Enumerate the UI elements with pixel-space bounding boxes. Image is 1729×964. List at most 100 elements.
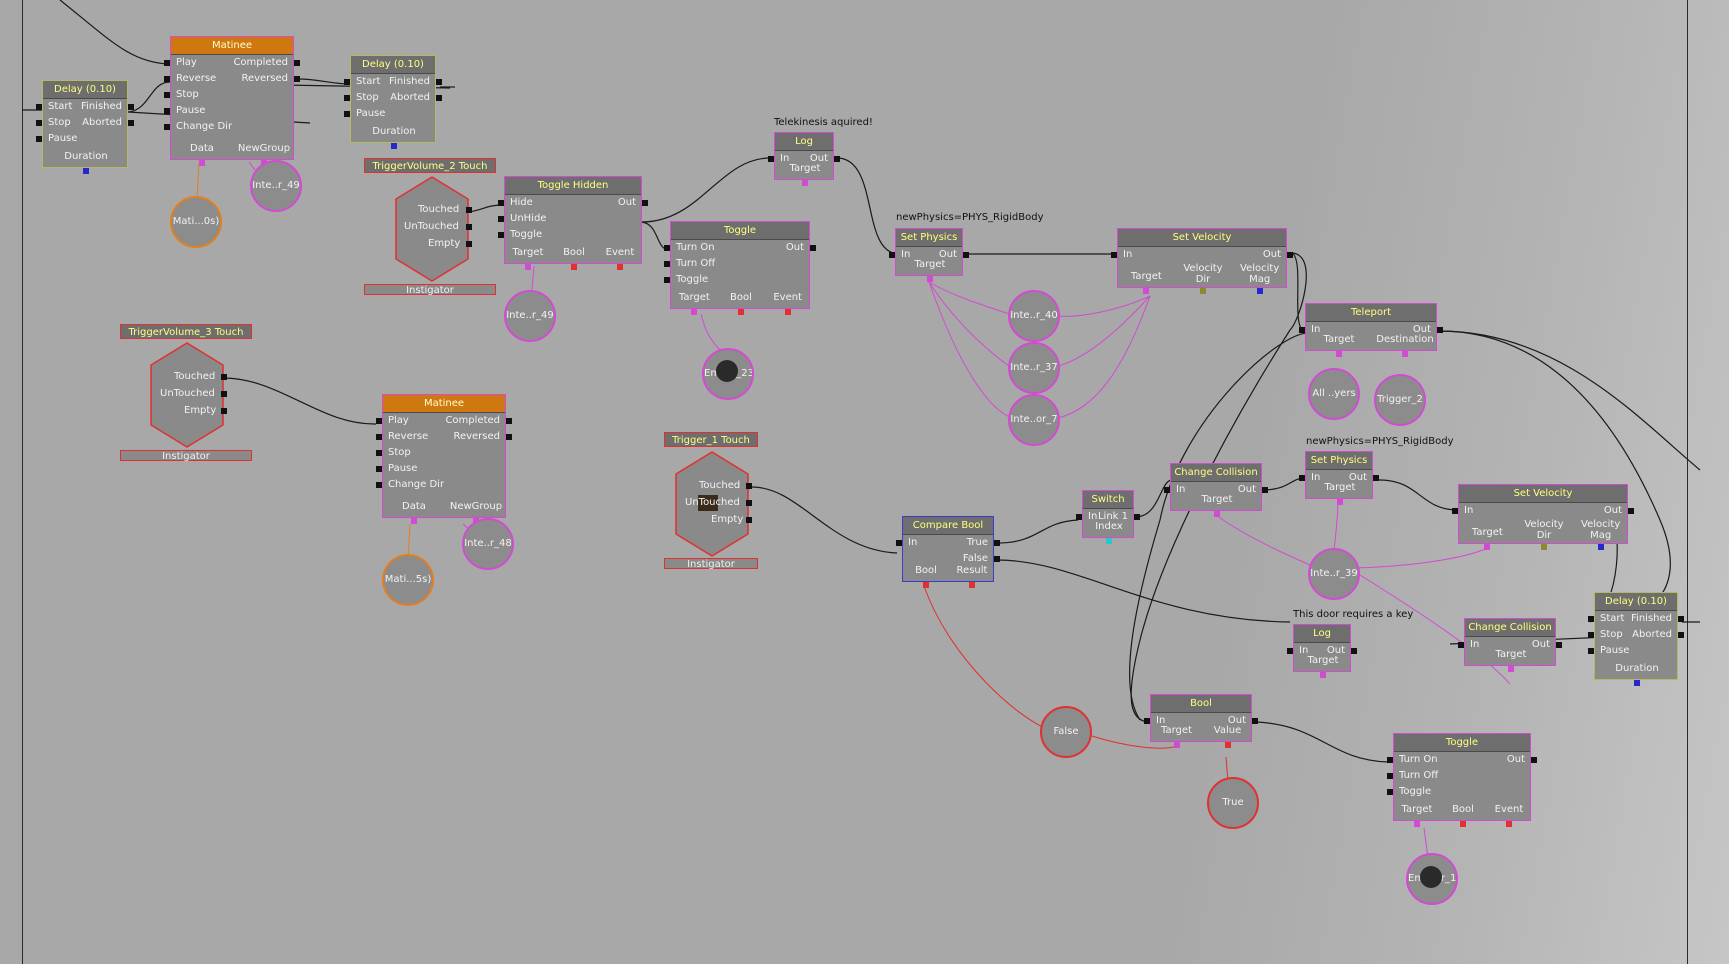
node-setvel2-var-pin[interactable] <box>1541 544 1547 550</box>
node-log2-output-pin[interactable] <box>1351 648 1357 654</box>
node-toggle2-var-pin[interactable] <box>1506 821 1512 827</box>
node-delay3-input-pin[interactable] <box>1588 616 1594 622</box>
node-matinee2-input-pin[interactable] <box>376 434 382 440</box>
trigvol2-untouched-pin[interactable] <box>466 224 472 230</box>
node-boolnode-var-pin[interactable] <box>1224 742 1231 748</box>
node-delay2-input-pin[interactable] <box>344 95 350 101</box>
node-setvel1-var-pin[interactable] <box>1256 288 1263 294</box>
trigvol2-touched-pin[interactable] <box>466 207 472 213</box>
node-togglehidden-input-pin[interactable] <box>498 200 504 206</box>
trigvol2-hexagon[interactable] <box>392 174 472 284</box>
node-setphys1-output-pin[interactable] <box>963 252 969 258</box>
node-comparebool-var-pin[interactable] <box>969 582 975 588</box>
var-inter-49-b[interactable]: Inte..r_49 <box>504 290 556 342</box>
var-inter-48[interactable]: Inte..r_48 <box>462 518 514 570</box>
node-switch-input-pin[interactable] <box>1076 514 1082 520</box>
node-matinee2-input-pin[interactable] <box>376 466 382 472</box>
node-setvel1-var-pin[interactable] <box>1143 288 1150 294</box>
trigvol3-empty-pin[interactable] <box>221 408 227 414</box>
var-mati-5s[interactable]: Mati...5s) <box>382 554 434 606</box>
node-togglehidden-input-pin[interactable] <box>498 216 504 222</box>
node-log1-output-pin[interactable] <box>834 156 840 162</box>
node-delay1-var-pin[interactable] <box>83 168 89 174</box>
node-log2-var-pin[interactable] <box>1320 672 1326 678</box>
trigvol2-title[interactable]: TriggerVolume_2 Touch <box>364 158 496 173</box>
node-log1-input-pin[interactable] <box>768 156 774 162</box>
node-toggle2-output-pin[interactable] <box>1531 757 1537 763</box>
node-setphys2-output-pin[interactable] <box>1373 475 1379 481</box>
node-delay1-input-pin[interactable] <box>36 104 42 110</box>
node-teleport-input-pin[interactable] <box>1299 327 1305 333</box>
node-comparebool-input-pin[interactable] <box>896 540 902 546</box>
node-delay3-input-pin[interactable] <box>1588 632 1594 638</box>
node-boolnode-output-pin[interactable] <box>1252 718 1258 724</box>
node-toggle1-input-pin[interactable] <box>664 277 670 283</box>
node-changecoll1-output-pin[interactable] <box>1262 487 1268 493</box>
node-setvel1-output-pin[interactable] <box>1287 252 1293 258</box>
node-matinee1-input-pin[interactable] <box>164 108 170 114</box>
node-toggle1-output-pin[interactable] <box>810 245 816 251</box>
node-changecoll1-input-pin[interactable] <box>1164 487 1170 493</box>
node-matinee2-input-pin[interactable] <box>376 418 382 424</box>
node-setphys1-var-pin[interactable] <box>927 276 933 282</box>
node-comparebool-output-pin[interactable] <box>994 556 1000 562</box>
trigger1-empty-pin[interactable] <box>746 517 752 523</box>
var-inter-or-7[interactable]: Inte..or_7 <box>1008 394 1060 446</box>
trigvol2-instigator[interactable]: Instigator <box>364 284 496 296</box>
trigvol2-empty-pin[interactable] <box>466 241 472 247</box>
node-setvel1-input-pin[interactable] <box>1111 252 1117 258</box>
node-toggle2-var-pin[interactable] <box>1414 821 1420 827</box>
trigger1-title[interactable]: Trigger_1 Touch <box>664 432 758 447</box>
trigvol3-hexagon[interactable] <box>147 340 227 450</box>
node-setphys2-var-pin[interactable] <box>1337 499 1343 505</box>
trigger1-instigator[interactable]: Instigator <box>664 558 758 570</box>
var-all-players[interactable]: All ..yers <box>1308 368 1360 420</box>
node-teleport-output-pin[interactable] <box>1437 327 1443 333</box>
node-toggle2-input-pin[interactable] <box>1387 773 1393 779</box>
node-log1-var-pin[interactable] <box>802 180 808 186</box>
node-setvel2-output-pin[interactable] <box>1628 508 1634 514</box>
node-toggle1-input-pin[interactable] <box>664 261 670 267</box>
node-setvel2-var-pin[interactable] <box>1597 544 1604 550</box>
node-matinee1-output-pin[interactable] <box>294 76 300 82</box>
node-togglehidden-var-pin[interactable] <box>525 264 531 270</box>
trigger1-touched-pin[interactable] <box>746 483 752 489</box>
node-changecoll2-output-pin[interactable] <box>1556 642 1562 648</box>
node-toggle1-input-pin[interactable] <box>664 245 670 251</box>
var-mati-0s[interactable]: Mati...0s) <box>170 196 222 248</box>
node-switch-var-pin[interactable] <box>1106 538 1112 544</box>
var-inter-39[interactable]: Inte..r_39 <box>1308 548 1360 600</box>
node-setphys1-input-pin[interactable] <box>889 252 895 258</box>
node-matinee1-output-pin[interactable] <box>294 60 300 66</box>
node-delay3-output-pin[interactable] <box>1678 632 1684 638</box>
node-comparebool-var-pin[interactable] <box>923 582 929 588</box>
trigger1-hexagon[interactable] <box>672 449 752 559</box>
node-log2-input-pin[interactable] <box>1287 648 1293 654</box>
node-delay2-output-pin[interactable] <box>436 95 442 101</box>
node-togglehidden-output-pin[interactable] <box>642 200 648 206</box>
node-togglehidden-var-pin[interactable] <box>571 264 577 270</box>
node-teleport-var-pin[interactable] <box>1402 351 1408 357</box>
trigvol3-touched-pin[interactable] <box>221 374 227 380</box>
node-setvel1-var-pin[interactable] <box>1200 288 1206 294</box>
node-togglehidden-var-pin[interactable] <box>617 264 623 270</box>
node-toggle2-var-pin[interactable] <box>1460 821 1466 827</box>
var-inter-37[interactable]: Inte..r_37 <box>1008 342 1060 394</box>
trigvol3-untouched-pin[interactable] <box>221 391 227 397</box>
node-toggle2-input-pin[interactable] <box>1387 789 1393 795</box>
node-delay2-input-pin[interactable] <box>344 79 350 85</box>
